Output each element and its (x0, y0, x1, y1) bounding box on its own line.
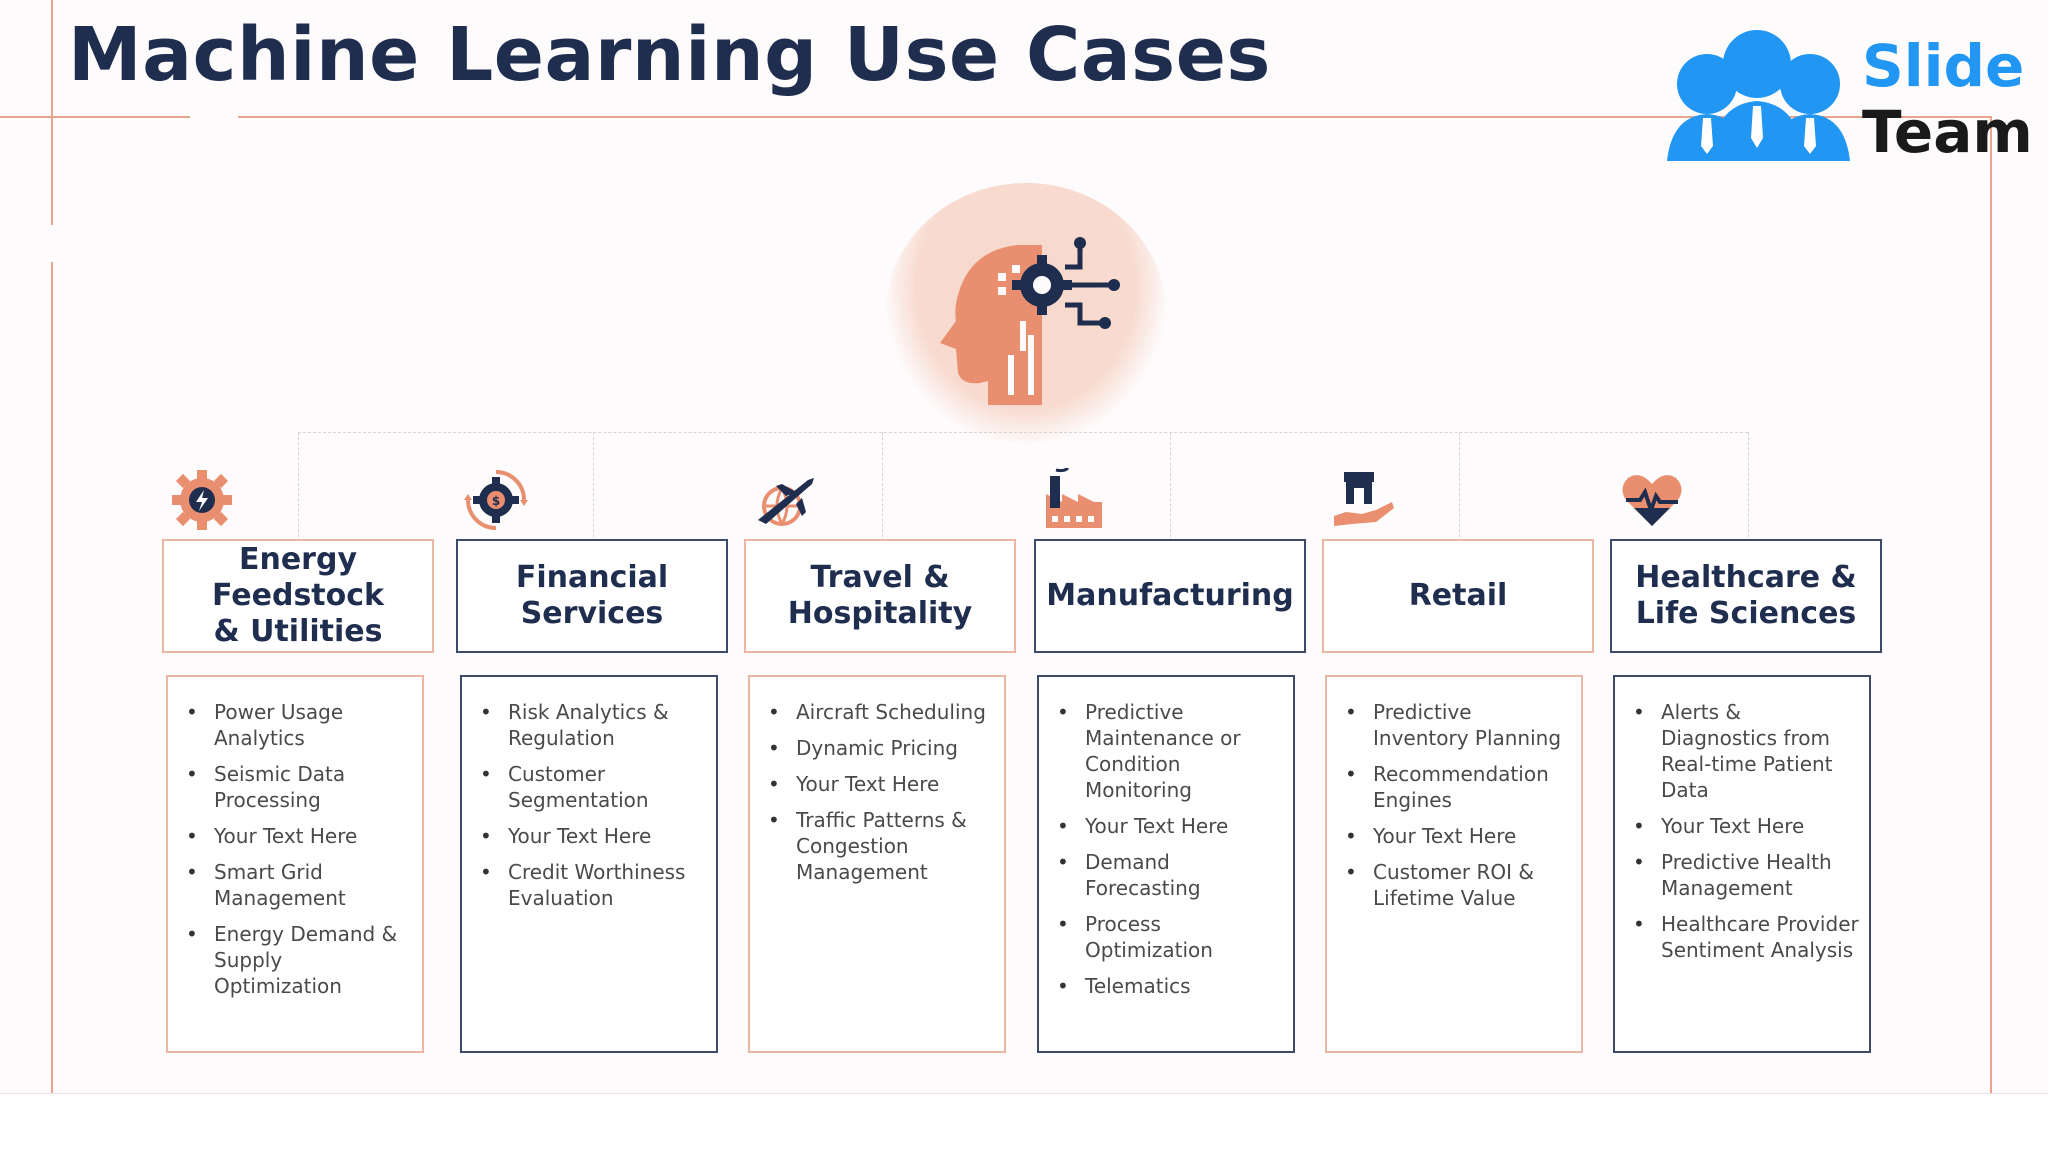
use-case-list: Predictive Maintenance or Condition Moni… (1039, 677, 1293, 999)
list-item: Process Optimization (1057, 911, 1283, 963)
list-item: Predictive Maintenance or Condition Moni… (1057, 699, 1283, 803)
connector-drop-2 (593, 432, 594, 537)
column-header-energy: Energy Feedstock & Utilities (162, 539, 434, 653)
list-item: Power Usage Analytics (186, 699, 412, 751)
list-item: Predictive Inventory Planning (1345, 699, 1571, 751)
use-case-list: Aircraft Scheduling Dynamic Pricing Your… (750, 677, 1004, 885)
people-logo-icon (1667, 30, 1850, 161)
frame-left-line (51, 0, 53, 225)
column-header-retail: Retail (1322, 539, 1594, 653)
slide-canvas: Machine Learning Use Cases Slide Team (0, 0, 2048, 1093)
column-body-retail: Predictive Inventory Planning Recommenda… (1325, 675, 1583, 1053)
slideteam-logo: Slide Team (1662, 26, 2033, 166)
list-item: Healthcare Provider Sentiment Analysis (1633, 911, 1859, 963)
column-header-label: Retail (1408, 578, 1508, 613)
list-item: Seismic Data Processing (186, 761, 412, 813)
use-case-list: Alerts & Diagnostics from Real-time Pati… (1615, 677, 1869, 963)
gear-lightning-icon (172, 470, 232, 530)
column-body-financial: Risk Analytics & Regulation Customer Seg… (460, 675, 718, 1053)
list-item: Risk Analytics & Regulation (480, 699, 706, 751)
list-item: Aircraft Scheduling (768, 699, 994, 725)
column-body-energy: Power Usage Analytics Seismic Data Proce… (166, 675, 424, 1053)
frame-left-line-lower (51, 262, 53, 1093)
logo-team-text: Team (1862, 98, 2033, 166)
list-item: Credit Worthiness Evaluation (480, 859, 706, 911)
list-item: Telematics (1057, 973, 1283, 999)
frame-right-line (1990, 116, 1992, 1093)
connector-horizontal (298, 432, 1748, 433)
ai-head-icon (940, 237, 1120, 405)
list-item: Your Text Here (1345, 823, 1571, 849)
list-item: Demand Forecasting (1057, 849, 1283, 901)
connector-drop-6 (1748, 432, 1749, 537)
column-header-travel: Travel & Hospitality (744, 539, 1016, 653)
list-item: Your Text Here (186, 823, 412, 849)
list-item: Predictive Health Management (1633, 849, 1859, 901)
list-item: Your Text Here (1633, 813, 1859, 839)
store-hand-icon (1334, 472, 1394, 526)
heart-pulse-icon (1622, 475, 1682, 526)
column-header-healthcare: Healthcare & Life Sciences (1610, 539, 1882, 653)
list-item: Customer Segmentation (480, 761, 706, 813)
column-header-label: Financial Services (515, 560, 669, 631)
column-header-label: Manufacturing (1046, 578, 1294, 613)
list-item: Energy Demand & Supply Optimization (186, 921, 412, 999)
connector-drop-4 (1170, 432, 1171, 537)
logo-slide-text: Slide (1862, 32, 2025, 100)
use-case-list: Risk Analytics & Regulation Customer Seg… (462, 677, 716, 911)
list-item: Customer ROI & Lifetime Value (1345, 859, 1571, 911)
frame-top-line (0, 116, 190, 118)
use-case-list: Power Usage Analytics Seismic Data Proce… (168, 677, 422, 999)
factory-icon (1046, 468, 1102, 528)
airplane-globe-icon (758, 478, 814, 526)
connector-drop-5 (1459, 432, 1460, 537)
connector-drop-1 (298, 432, 299, 537)
bottom-band (0, 1093, 2048, 1153)
list-item: Your Text Here (768, 771, 994, 797)
svg-text:$: $ (492, 494, 500, 508)
gear-dollar-cycle-icon: $ (464, 470, 528, 530)
column-header-label: Healthcare & Life Sciences (1635, 560, 1857, 631)
column-header-label: Travel & Hospitality (787, 560, 973, 631)
column-body-manufacturing: Predictive Maintenance or Condition Moni… (1037, 675, 1295, 1053)
list-item: Recommendation Engines (1345, 761, 1571, 813)
page-title: Machine Learning Use Cases (68, 12, 1271, 98)
list-item: Traffic Patterns & Congestion Management (768, 807, 994, 885)
list-item: Alerts & Diagnostics from Real-time Pati… (1633, 699, 1859, 803)
use-case-list: Predictive Inventory Planning Recommenda… (1327, 677, 1581, 911)
column-header-financial: Financial Services (456, 539, 728, 653)
list-item: Your Text Here (480, 823, 706, 849)
list-item: Dynamic Pricing (768, 735, 994, 761)
frame-top-line-right (238, 116, 1991, 118)
connector-drop-3 (882, 432, 883, 537)
column-body-healthcare: Alerts & Diagnostics from Real-time Pati… (1613, 675, 1871, 1053)
column-body-travel: Aircraft Scheduling Dynamic Pricing Your… (748, 675, 1006, 1053)
list-item: Your Text Here (1057, 813, 1283, 839)
list-item: Smart Grid Management (186, 859, 412, 911)
column-header-manufacturing: Manufacturing (1034, 539, 1306, 653)
column-header-label: Energy Feedstock & Utilities (212, 542, 384, 649)
